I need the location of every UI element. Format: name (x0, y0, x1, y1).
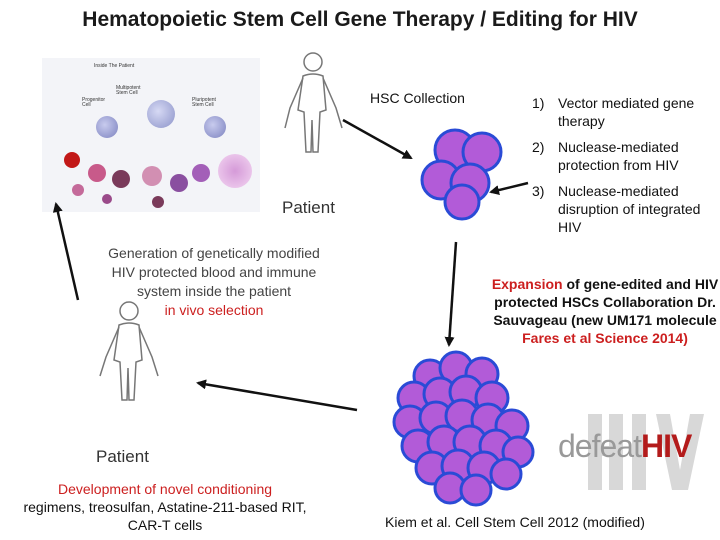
citation-text: Kiem et al. Cell Stem Cell 2012 (modifie… (385, 514, 645, 530)
expansion-description: Expansion of gene-edited and HIV protect… (490, 275, 720, 347)
inset-multipotent-label: Multipotent Stem Cell (116, 85, 141, 96)
cell (72, 184, 84, 196)
generation-description: Generation of genetically modified HIV p… (96, 244, 332, 320)
cell (88, 164, 106, 182)
in-vivo-selection-text: in vivo selection (164, 302, 264, 318)
cell (152, 196, 164, 208)
pluripotent-cell (204, 116, 226, 138)
hsc-collection-label: HSC Collection (370, 90, 465, 106)
conditioning-text: regimens, treosulfan, Astatine-211-based… (23, 499, 307, 533)
hsc-cell-cluster (420, 128, 503, 221)
expansion-text: of gene-edited and HIV protected HSCs Co… (493, 276, 719, 328)
arrow-to-expansion (444, 241, 458, 347)
approach-item: 3) Nuclease-mediated disruption of integ… (532, 182, 720, 236)
human-figure-icon (284, 52, 343, 153)
defeat-hiv-logo: defeatHIV (558, 428, 692, 465)
logo-defeat-text: defeat (558, 428, 642, 464)
red-blood-cell (64, 152, 80, 168)
approach-text: Nuclease-mediated disruption of integrat… (558, 183, 701, 235)
patient-label: Patient (96, 447, 149, 466)
cell (112, 170, 130, 188)
defeat-hiv-logo-mark (588, 414, 704, 490)
hematopoiesis-inset-image: Inside The Patient Multipotent Stem Cell… (42, 58, 260, 212)
human-figure-icon (99, 301, 159, 401)
approach-number: 3) (532, 183, 545, 199)
progenitor-cell (96, 116, 118, 138)
approach-number: 2) (532, 139, 545, 155)
fares-citation: Fares et al Science 2014) (522, 330, 688, 346)
cell (142, 166, 162, 186)
inset-pluripotent-label: Pluripotent Stem Cell (192, 97, 216, 108)
macrophage-cell (218, 154, 252, 188)
expansion-highlight: Expansion (491, 276, 563, 292)
expanded-cell-cluster (392, 350, 535, 507)
arrow-to-cells (489, 181, 529, 195)
approach-item: 1) Vector mediated gene therapy (532, 94, 720, 130)
logo-hiv-text: HIV (640, 428, 692, 464)
approach-item: 2) Nuclease-mediated protection from HIV (532, 138, 720, 174)
arrow-to-patient (196, 379, 358, 412)
stem-cell (147, 100, 175, 128)
generation-text: Generation of genetically modified HIV p… (108, 245, 320, 299)
slide-title: Hematopoietic Stem Cell Gene Therapy / E… (82, 8, 638, 31)
cell (102, 194, 112, 204)
conditioning-description: Development of novel conditioning regime… (20, 480, 310, 534)
approach-number: 1) (532, 95, 545, 111)
inset-heading: Inside The Patient (94, 63, 135, 69)
approach-text: Nuclease-mediated protection from HIV (558, 139, 679, 173)
arrow-to-inset (52, 202, 80, 301)
approach-text: Vector mediated gene therapy (558, 95, 695, 129)
arrow-to-hsc-collection (342, 118, 413, 160)
inset-progenitor-label: Progenitor Cell (82, 97, 106, 108)
conditioning-highlight: Development of novel conditioning (57, 481, 273, 497)
cell (170, 174, 188, 192)
cell (192, 164, 210, 182)
patient-label: Patient (282, 198, 335, 217)
